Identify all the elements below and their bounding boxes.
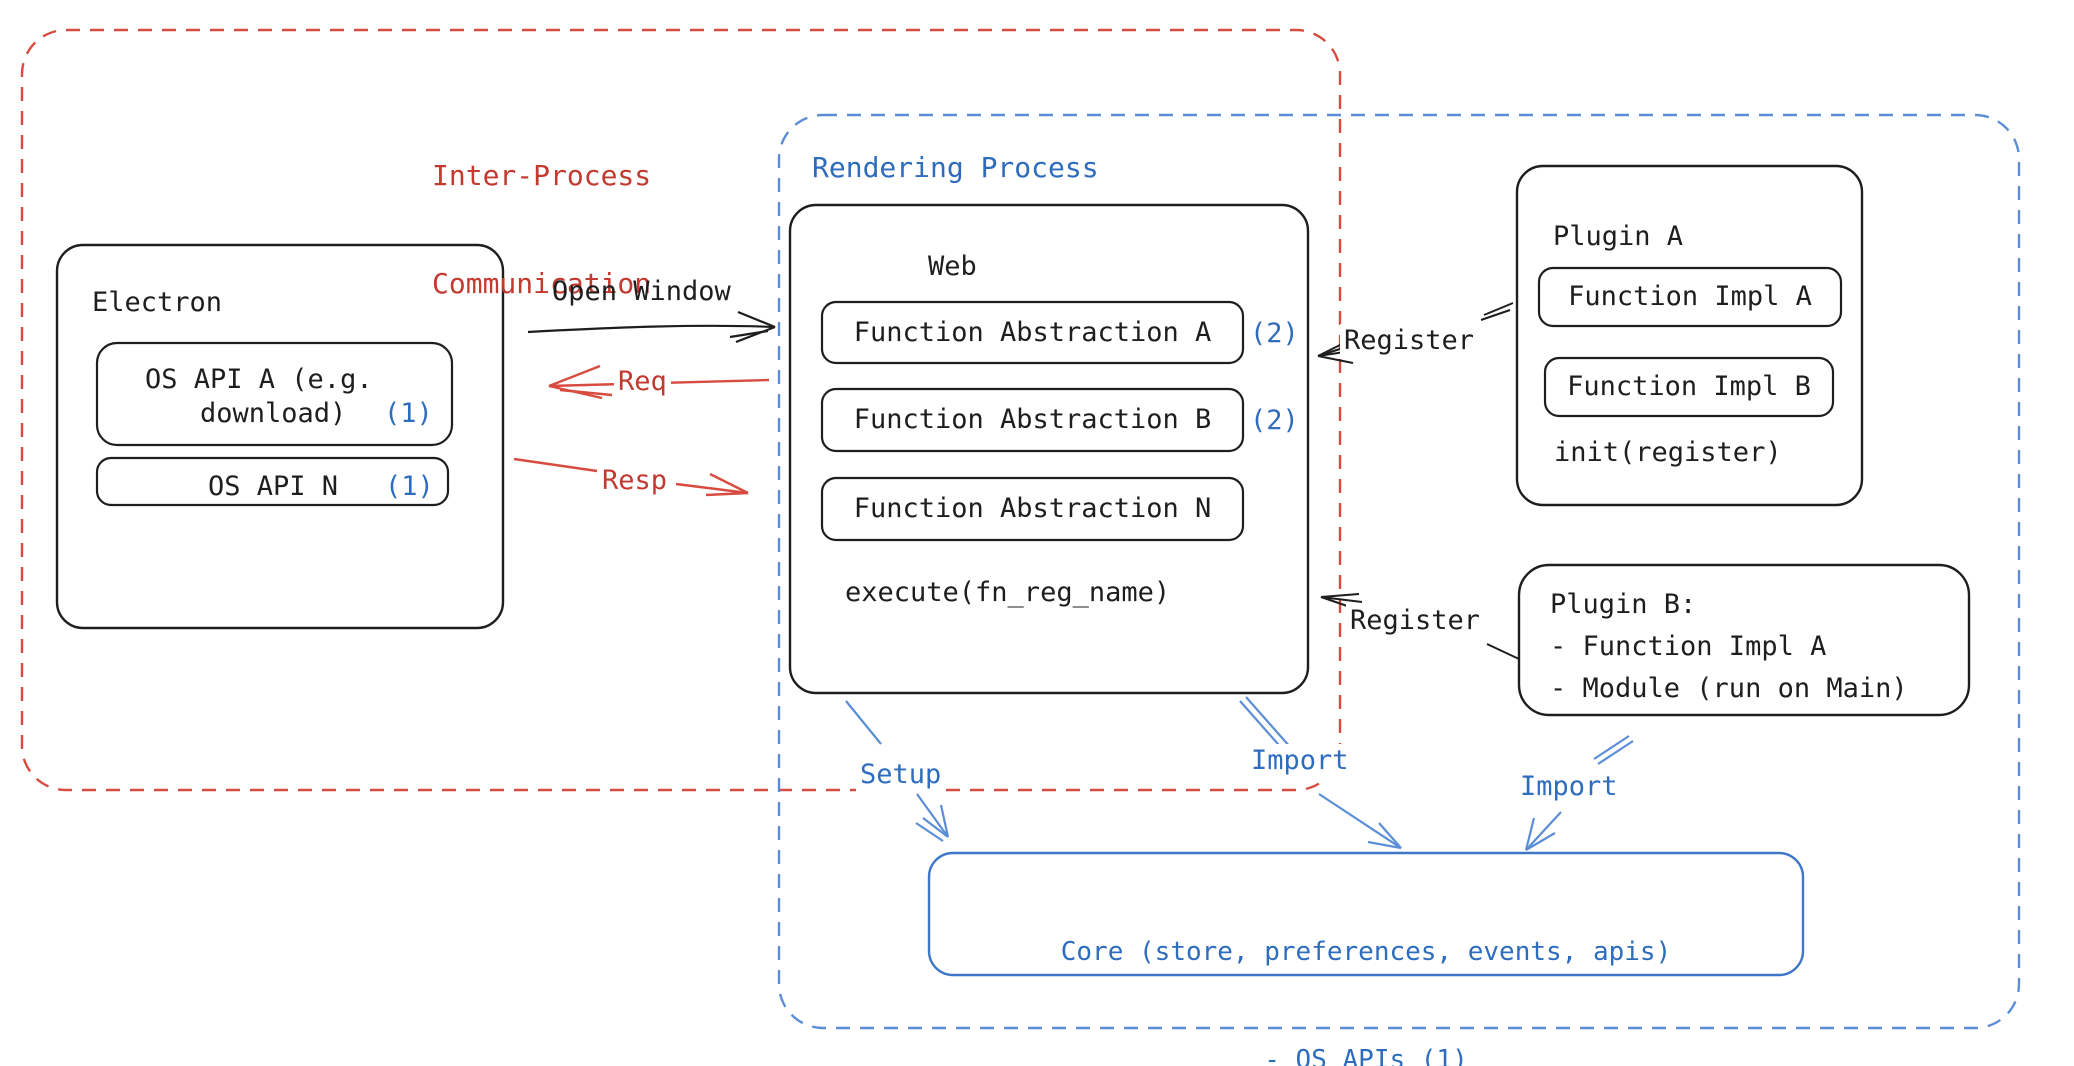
- plugin-b-line1: - Function Impl A: [1550, 631, 1827, 662]
- function-impl-a-label: Function Impl A: [1568, 281, 1812, 312]
- plugin-b-line2: - Module (run on Main): [1550, 673, 1908, 704]
- os-api-n-box: [95, 456, 450, 507]
- import-web-arrow: [1239, 696, 1402, 850]
- function-abstraction-n-box: [820, 476, 1245, 542]
- resp-label: Resp: [598, 464, 672, 498]
- function-abstraction-a: Function Abstraction A: [822, 302, 1243, 363]
- os-api-n-label: OS API N: [208, 471, 339, 502]
- function-abstraction-n-label: Function Abstraction N: [853, 493, 1212, 524]
- plugin-a-box: [1515, 164, 1864, 507]
- register-plugin-a-label: Register: [1340, 324, 1479, 358]
- import-plugin-b-label: Import: [1516, 770, 1622, 804]
- import-plugin-b-arrow: [1524, 735, 1634, 851]
- ipc-label-line2: Communication: [432, 267, 652, 300]
- plugin-b-title: Plugin B:: [1550, 589, 1697, 620]
- plugin-b-box: [1517, 563, 1971, 717]
- setup-label: Setup: [856, 758, 946, 792]
- function-abstraction-b-badge: (2): [1250, 405, 1299, 436]
- function-impl-a: Function Impl A: [1539, 268, 1841, 326]
- function-abstraction-a-badge: (2): [1250, 318, 1299, 349]
- setup-arrow: [845, 700, 950, 842]
- function-abstraction-b: Function Abstraction B: [822, 389, 1243, 451]
- os-api-a-badge: (1): [384, 398, 433, 429]
- core-box: [927, 851, 1805, 977]
- rendering-process-group-box: [777, 113, 2021, 1030]
- plugin-a-init-label: init(register): [1554, 437, 1782, 468]
- ipc-group-label: Inter-Process Communication: [432, 86, 651, 374]
- os-api-n-badge: (1): [385, 471, 434, 502]
- import-web-label: Import: [1247, 744, 1353, 778]
- req-arrow: [548, 364, 770, 400]
- os-api-a-box: [95, 341, 454, 447]
- function-abstraction-b-label: Function Abstraction B: [853, 404, 1212, 435]
- core-text: Core (store, preferences, events, apis) …: [929, 862, 1803, 1066]
- req-label: Req: [614, 365, 671, 399]
- open-window-label: Open Window: [552, 276, 731, 307]
- ipc-group-box: [20, 28, 1342, 792]
- function-impl-b: Function Impl B: [1545, 358, 1833, 416]
- function-impl-a-box: [1537, 266, 1843, 328]
- ipc-label-line1: Inter-Process: [432, 159, 652, 192]
- plugin-a-title: Plugin A: [1553, 221, 1684, 252]
- rendering-process-group-label: Rendering Process: [812, 151, 1099, 184]
- open-window-arrow: [527, 310, 776, 344]
- register-plugin-b-arrow: [1320, 593, 1520, 660]
- electron-title: Electron: [92, 287, 223, 318]
- web-execute-label: execute(fn_reg_name): [845, 577, 1171, 608]
- register-plugin-b-label: Register: [1346, 604, 1485, 638]
- core-line1: Core (store, preferences, events, apis): [1060, 937, 1672, 967]
- os-api-a-label-line1: OS API A (e.g.: [145, 364, 373, 395]
- os-api-a-label-line2: download): [200, 398, 347, 429]
- resp-arrow: [513, 457, 749, 497]
- core-line2: - OS APIs (1): [1264, 1045, 1468, 1066]
- function-impl-b-label: Function Impl B: [1567, 371, 1811, 402]
- function-abstraction-n: Function Abstraction N: [822, 478, 1243, 540]
- function-abstraction-a-box: [820, 300, 1245, 365]
- function-impl-b-box: [1543, 356, 1835, 418]
- function-abstraction-a-label: Function Abstraction A: [853, 316, 1212, 348]
- web-title: Web: [928, 251, 977, 282]
- function-abstraction-b-box: [820, 387, 1245, 453]
